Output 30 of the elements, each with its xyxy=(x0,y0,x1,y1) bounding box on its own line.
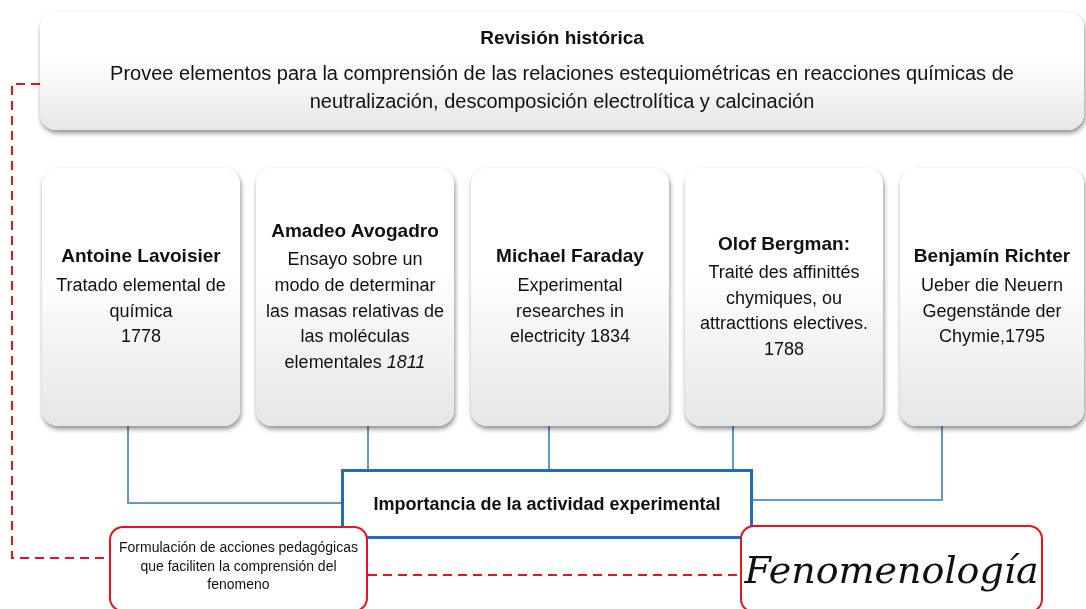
info-panel xyxy=(40,12,1084,130)
connector-line xyxy=(752,425,943,501)
card-heading: Benjamín Richter xyxy=(913,244,1071,269)
card-text: Tratado elemental de química xyxy=(55,274,227,323)
connector-line xyxy=(127,425,342,504)
card-heading: Olof Bergman: xyxy=(718,231,850,256)
card-heading: Antoine Lavoisier xyxy=(61,244,221,269)
info-card xyxy=(42,168,240,426)
box-label: Fenomenología xyxy=(744,548,1039,592)
info-card xyxy=(256,168,454,426)
info-card xyxy=(900,168,1084,426)
note-text: Formulación de acciones pedagógicas que faciliten la comprensión del fenomeno xyxy=(118,537,359,595)
note-box xyxy=(109,526,368,609)
card-text: Ueber die Neuern Gegenstände der Chymie,1795 xyxy=(919,274,1065,349)
concept-box xyxy=(341,469,753,539)
card-text: Ensayo sobre un modo de determinar las masas relativas de las moléculas elementales 1811 xyxy=(264,248,446,374)
connector-line xyxy=(732,425,734,470)
card-text: 1778 xyxy=(120,325,161,349)
box-label: Importancia de la actividad experimental xyxy=(373,493,721,515)
card-text: Traité des affinittés chymiques, ou attracttions electives. 1788 xyxy=(698,261,870,361)
card-heading: Amadeo Avogadro xyxy=(271,218,439,243)
panel-title: Revisión histórica xyxy=(480,27,644,49)
concept-box xyxy=(740,525,1043,609)
card-text: Experimental researches in electricity 1834 xyxy=(508,274,632,349)
connector-line xyxy=(367,425,369,470)
panel-text: Provee elementos para la comprensión de las relaciones estequiométricas en reacciones químicas de neutralización, descomposición electrolítica y calcinación xyxy=(109,61,1015,114)
connector-line xyxy=(548,425,550,470)
info-card xyxy=(471,168,669,426)
card-heading: Michael Faraday xyxy=(496,244,644,269)
info-card xyxy=(685,168,883,426)
